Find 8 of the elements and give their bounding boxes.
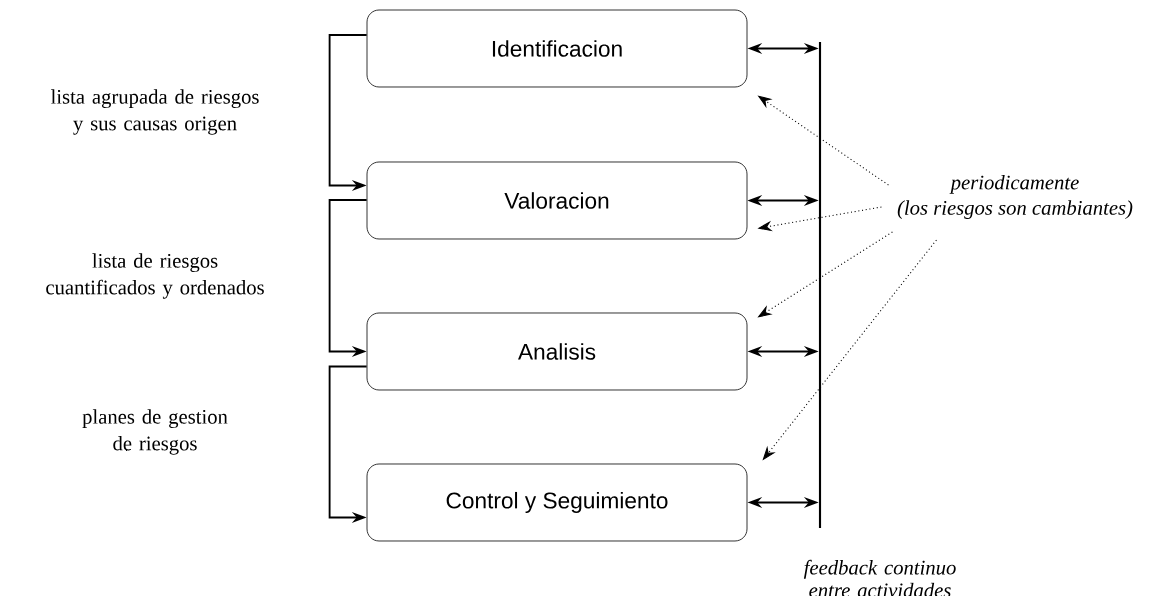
process-box: Analisis (366, 312, 748, 391)
note-text: periodicamente (los riesgos son cambiantes) (897, 174, 1133, 219)
edge-label: lista agrupada de riesgos y sus causas origen (51, 89, 259, 135)
edge-label: planes de gestion de riesgos (82, 409, 228, 455)
process-box: Control y Seguimiento (366, 463, 748, 542)
process-box: Valoracion (366, 161, 748, 240)
edge-label: lista de riesgos cuantificados y ordenados (46, 253, 264, 299)
process-box: Identificacion (366, 9, 748, 88)
